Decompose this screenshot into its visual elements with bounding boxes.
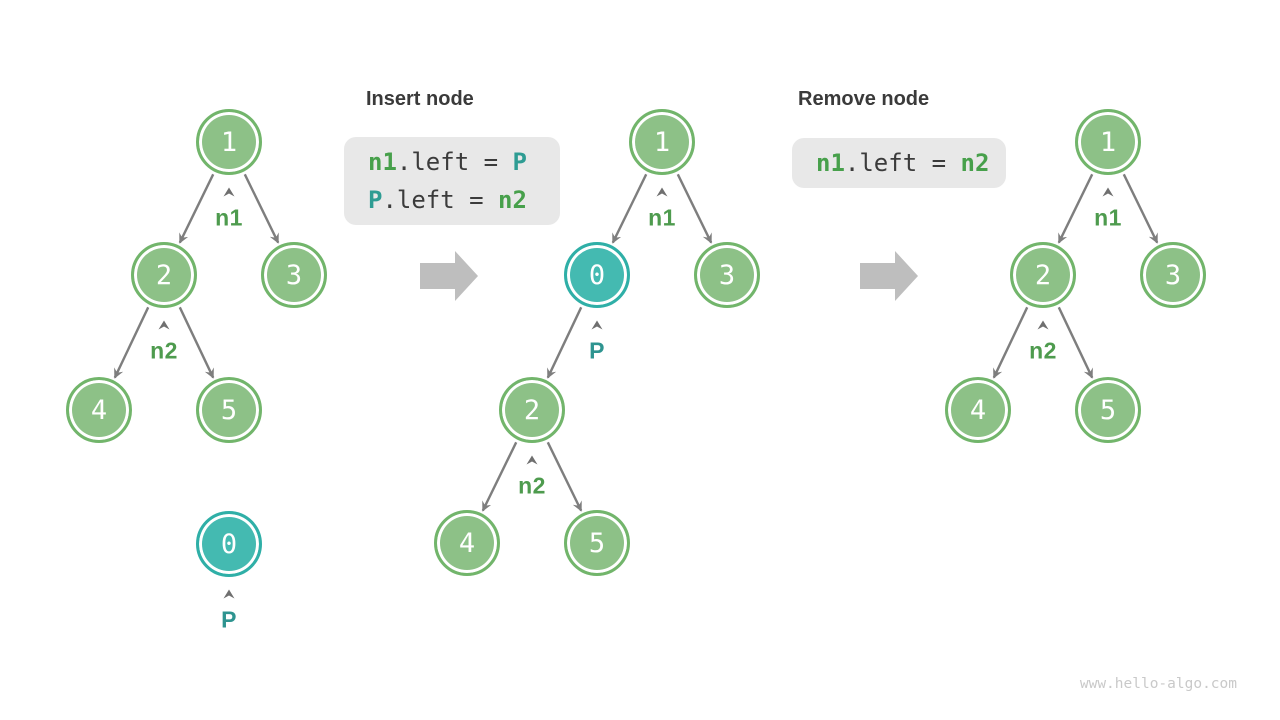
node-value: 3 — [718, 259, 736, 291]
code-token-n1: n1 — [816, 149, 845, 177]
node-value: 0 — [220, 528, 238, 560]
code-line: n1.left = P — [344, 143, 560, 181]
tree-edges-before-insert — [113, 173, 280, 379]
node-value: 4 — [90, 394, 108, 426]
up-caret-icon — [1102, 187, 1114, 197]
remove-node-title: Remove node — [798, 88, 930, 110]
node-value: 3 — [1164, 259, 1182, 291]
tree-node-1: 1 — [196, 109, 262, 175]
pointer-carets — [158, 187, 1114, 599]
code-token-n2: n2 — [960, 149, 990, 177]
node-value: 3 — [285, 259, 303, 291]
node-value: 1 — [220, 126, 238, 158]
code-line: n1.left = n2 — [792, 138, 1006, 188]
pointer-label-n2: n2 — [518, 472, 546, 499]
tree-node-1: 1 — [629, 109, 695, 175]
watermark: www.hello-algo.com — [1079, 676, 1237, 692]
tree-edge — [611, 173, 648, 244]
tree-node-0-detached: 0 — [196, 511, 262, 577]
tree-edges-after-insert — [481, 173, 713, 512]
tree-node-3: 3 — [694, 242, 760, 308]
pointer-label-p: P — [589, 337, 605, 364]
node-value: 5 — [588, 527, 606, 559]
code-token-p: P — [512, 148, 527, 176]
pointer-label-n1: n1 — [1094, 204, 1122, 231]
node-value: 2 — [523, 394, 541, 426]
code-token-left-assign: .left = — [382, 186, 499, 214]
transition-arrow-icon — [420, 251, 478, 301]
pointer-label-n2: n2 — [150, 337, 178, 364]
up-caret-icon — [158, 320, 170, 330]
code-token-n1: n1 — [368, 148, 397, 176]
up-caret-icon — [656, 187, 668, 197]
insert-code-box: n1.left = P P.left = n2 — [344, 137, 560, 225]
node-value: 2 — [1034, 259, 1052, 291]
tree-node-1: 1 — [1075, 109, 1141, 175]
insert-node-title: Insert node — [366, 88, 474, 110]
tree-node-0-inserted: 0 — [564, 242, 630, 308]
code-token-left-assign: .left = — [844, 149, 961, 177]
tree-node-2: 2 — [1010, 242, 1076, 308]
tree-node-4: 4 — [945, 377, 1011, 443]
tree-edge — [546, 306, 583, 379]
tree-node-2: 2 — [499, 377, 565, 443]
node-value: 4 — [969, 394, 987, 426]
up-caret-icon — [591, 320, 603, 330]
node-value: 1 — [653, 126, 671, 158]
pointer-label-n1: n1 — [215, 204, 243, 231]
up-caret-icon — [223, 589, 235, 599]
pointer-label-n1: n1 — [648, 204, 676, 231]
up-caret-icon — [223, 187, 235, 197]
node-value: 5 — [220, 394, 238, 426]
tree-edges-after-remove — [992, 173, 1159, 379]
pointer-label-n2: n2 — [1029, 337, 1057, 364]
code-token-p: P — [368, 186, 383, 214]
tree-edge — [481, 441, 518, 512]
node-value: 1 — [1099, 126, 1117, 158]
tree-edge — [546, 441, 583, 512]
tree-node-4: 4 — [434, 510, 500, 576]
up-caret-icon — [526, 455, 538, 465]
tree-edge — [1122, 173, 1159, 244]
code-line: P.left = n2 — [344, 181, 560, 219]
tree-edge — [1057, 306, 1094, 379]
tree-node-5: 5 — [564, 510, 630, 576]
node-value: 5 — [1099, 394, 1117, 426]
tree-edge — [676, 173, 713, 244]
tree-edge — [992, 306, 1029, 379]
code-token-n2: n2 — [498, 186, 527, 214]
up-caret-icon — [1037, 320, 1049, 330]
tree-node-4: 4 — [66, 377, 132, 443]
code-token-left-assign: .left = — [396, 148, 513, 176]
tree-node-3: 3 — [261, 242, 327, 308]
remove-code-box: n1.left = n2 — [792, 138, 1006, 188]
tree-edge — [178, 173, 215, 244]
tree-edge — [178, 306, 215, 379]
tree-node-5: 5 — [196, 377, 262, 443]
tree-node-5: 5 — [1075, 377, 1141, 443]
tree-node-2: 2 — [131, 242, 197, 308]
node-value: 2 — [155, 259, 173, 291]
pointer-label-p: P — [221, 606, 237, 633]
tree-node-3: 3 — [1140, 242, 1206, 308]
node-value: 0 — [588, 259, 606, 291]
tree-edge — [243, 173, 280, 244]
transition-arrow-icon — [860, 251, 918, 301]
tree-edge — [1057, 173, 1094, 244]
tree-edge — [113, 306, 150, 379]
node-value: 4 — [458, 527, 476, 559]
